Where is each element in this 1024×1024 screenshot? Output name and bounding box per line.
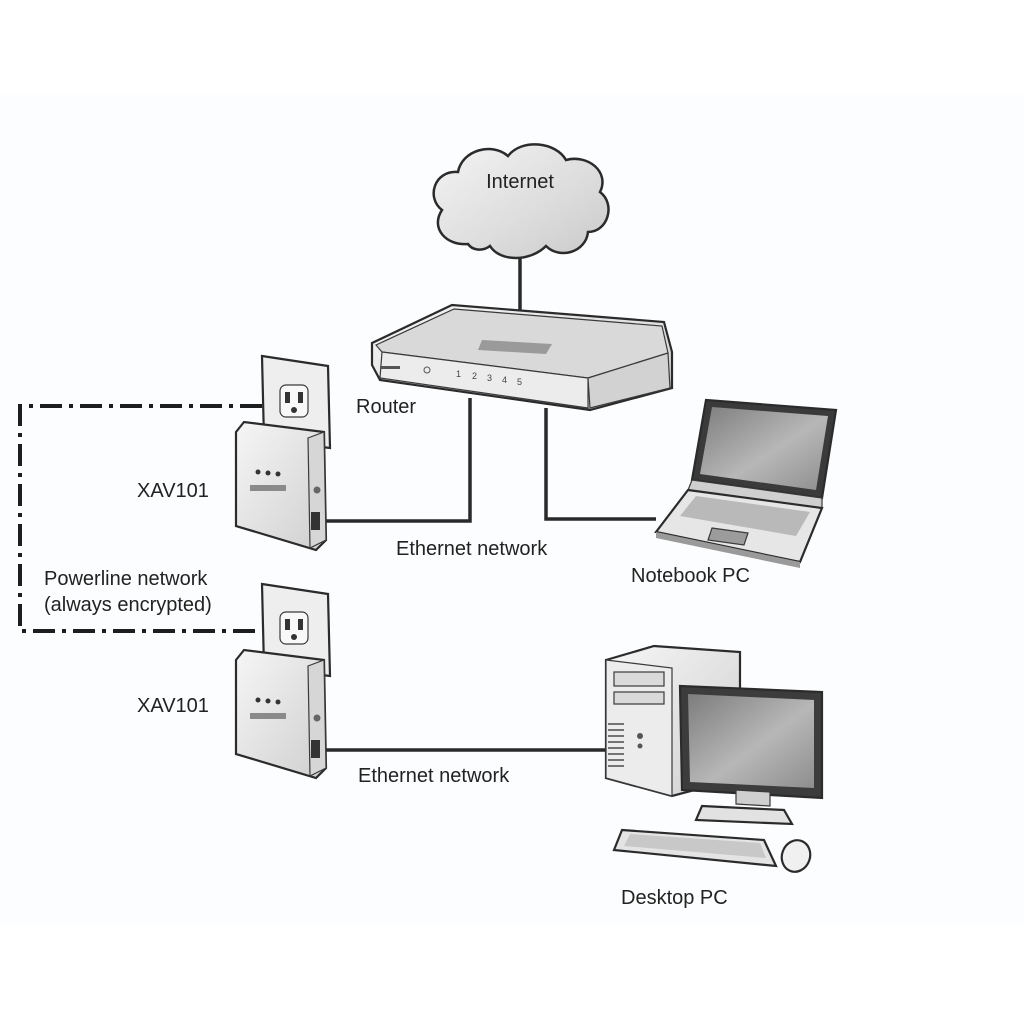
cable-router-notebook (544, 408, 656, 521)
powerline-adapter-icon (234, 648, 328, 780)
notebook-pc-label: Notebook PC (631, 565, 750, 587)
cloud-icon (432, 143, 610, 260)
desktop-pc-label: Desktop PC (621, 887, 728, 909)
notebook-pc: Notebook PC (631, 398, 838, 587)
desktop-pc: Desktop PC (604, 644, 824, 909)
adapter-bottom-label: XAV101 (137, 695, 209, 717)
router-port-labels: 1 2 3 4 5 (456, 369, 522, 387)
router-port-3: 3 (487, 373, 492, 383)
cable-router-adapter-top (322, 398, 472, 523)
wall-outlet-icon (260, 582, 332, 678)
router-port-2: 2 (472, 371, 477, 381)
powerline-link (18, 404, 262, 633)
desktop-computer-icon (604, 644, 824, 873)
adapter-top-label: XAV101 (137, 480, 209, 502)
router-port-4: 4 (502, 375, 507, 385)
internet-label: Internet (486, 171, 554, 193)
router-label: Router (356, 396, 416, 418)
router-port-1: 1 (456, 369, 461, 379)
laptop-icon (654, 398, 838, 568)
router: 1 2 3 4 5 Router (356, 303, 674, 418)
powerline-encrypted-label: (always encrypted) (44, 594, 212, 616)
powerline-adapter-bottom: XAV101 (137, 582, 332, 780)
ethernet-network-top-label: Ethernet network (396, 538, 548, 560)
router-icon (370, 303, 674, 412)
powerline-network-label: Powerline network (44, 568, 208, 590)
router-port-5: 5 (517, 377, 522, 387)
wall-outlet-icon (260, 354, 332, 450)
ethernet-network-bottom-label: Ethernet network (358, 765, 510, 787)
powerline-adapter-top: XAV101 (137, 354, 332, 552)
powerline-adapter-icon (234, 420, 328, 552)
internet-cloud: Internet (432, 143, 610, 260)
